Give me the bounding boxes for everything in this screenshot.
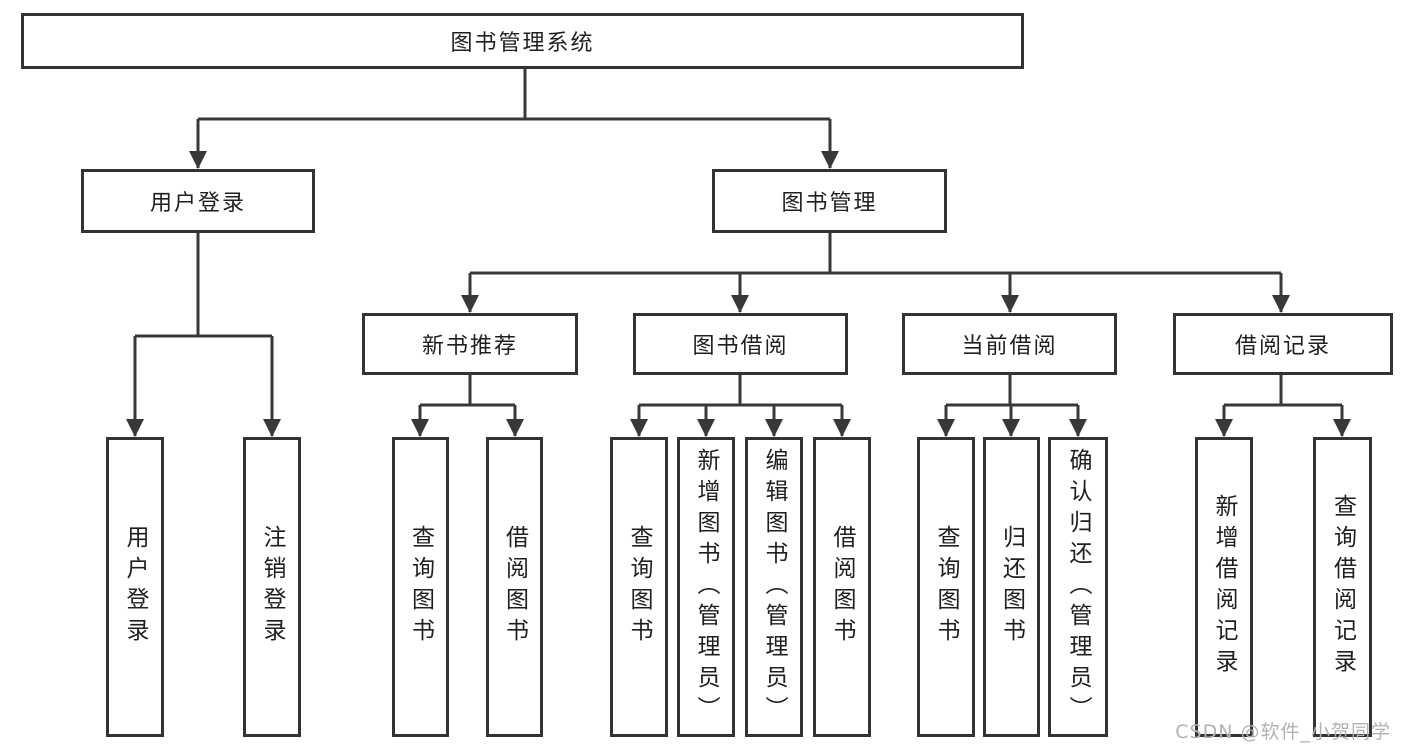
leaf-bb-add-books: 新增图书（管理员） <box>677 437 735 737</box>
node-book-borrowing: 图书借阅 <box>633 313 848 375</box>
watermark: CSDN @软件_小贺同学 <box>1175 721 1391 743</box>
leaf-rec-borrow-books: 借阅图书 <box>486 437 543 737</box>
node-root-label: 图书管理系统 <box>450 31 595 56</box>
node-current-borrowing-label: 当前借阅 <box>961 334 1058 359</box>
node-current-borrowing: 当前借阅 <box>902 313 1117 375</box>
leaf-bb-query-books-label: 查询图书 <box>626 525 652 649</box>
node-borrow-records: 借阅记录 <box>1173 313 1393 375</box>
leaf-bb-edit-books: 编辑图书（管理员） <box>745 437 803 737</box>
node-borrow-records-label: 借阅记录 <box>1234 334 1331 359</box>
leaf-bb-query-books: 查询图书 <box>610 437 668 737</box>
leaf-cb-query-books: 查询图书 <box>917 437 975 737</box>
leaf-logout: 注销登录 <box>243 437 301 737</box>
leaf-user-login: 用户登录 <box>106 437 164 737</box>
leaf-logout-label: 注销登录 <box>259 525 285 649</box>
node-book-management-label: 图书管理 <box>781 191 878 216</box>
leaf-rec-borrow-books-label: 借阅图书 <box>501 525 528 649</box>
leaf-bb-borrow-books: 借阅图书 <box>813 437 871 737</box>
node-user-login: 用户登录 <box>81 169 315 233</box>
leaf-br-add-record: 新增借阅记录 <box>1195 437 1253 737</box>
leaf-rec-query-books-label: 查询图书 <box>407 525 434 649</box>
node-book-borrowing-label: 图书借阅 <box>692 334 789 359</box>
node-new-book-recommend-label: 新书推荐 <box>421 334 518 359</box>
leaf-br-query-record-label: 查询借阅记录 <box>1329 494 1356 680</box>
leaf-cb-query-books-label: 查询图书 <box>933 525 959 649</box>
leaf-bb-borrow-books-label: 借阅图书 <box>829 525 855 649</box>
leaf-br-query-record: 查询借阅记录 <box>1313 437 1372 737</box>
node-new-book-recommend: 新书推荐 <box>362 313 578 375</box>
leaf-bb-add-books-label: 新增图书（管理员） <box>693 447 719 727</box>
node-book-management: 图书管理 <box>712 169 947 233</box>
leaf-cb-confirm-return: 确认归还（管理员） <box>1048 437 1108 737</box>
node-user-login-label: 用户登录 <box>149 191 246 216</box>
leaf-cb-confirm-return-label: 确认归还（管理员） <box>1065 447 1091 727</box>
node-root: 图书管理系统 <box>21 13 1024 69</box>
leaf-cb-return-books: 归还图书 <box>983 437 1040 737</box>
leaf-user-login-label: 用户登录 <box>122 525 148 649</box>
leaf-rec-query-books: 查询图书 <box>392 437 449 737</box>
leaf-bb-edit-books-label: 编辑图书（管理员） <box>761 447 787 727</box>
leaf-br-add-record-label: 新增借阅记录 <box>1211 494 1237 680</box>
leaf-cb-return-books-label: 归还图书 <box>998 525 1025 649</box>
